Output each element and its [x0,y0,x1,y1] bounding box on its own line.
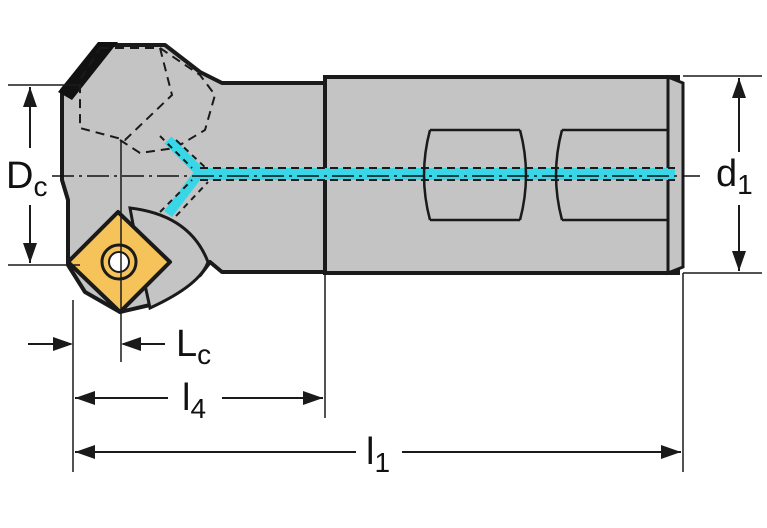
flat-1 [422,128,528,222]
dim-l4: l4 [75,377,323,424]
label-d1: d1 [716,153,753,200]
insert-screw-inner [108,251,130,273]
cutting-insert [66,210,172,314]
label-l4: l4 [182,377,206,424]
label-l1: l1 [366,431,390,478]
dim-d1: d1 [716,78,753,271]
dim-lc: Lc [28,323,211,370]
dim-l1: l1 [75,431,681,478]
coolant-channel [159,135,675,218]
label-lc: Lc [176,323,211,370]
shank-flats [422,128,668,222]
insert-screw-outer [100,243,138,281]
flat-2 [554,128,668,222]
label-dc: Dc [6,155,47,202]
dim-dc: Dc [6,87,47,263]
extension-lines [8,75,762,472]
hidden-insert-top [79,47,217,155]
